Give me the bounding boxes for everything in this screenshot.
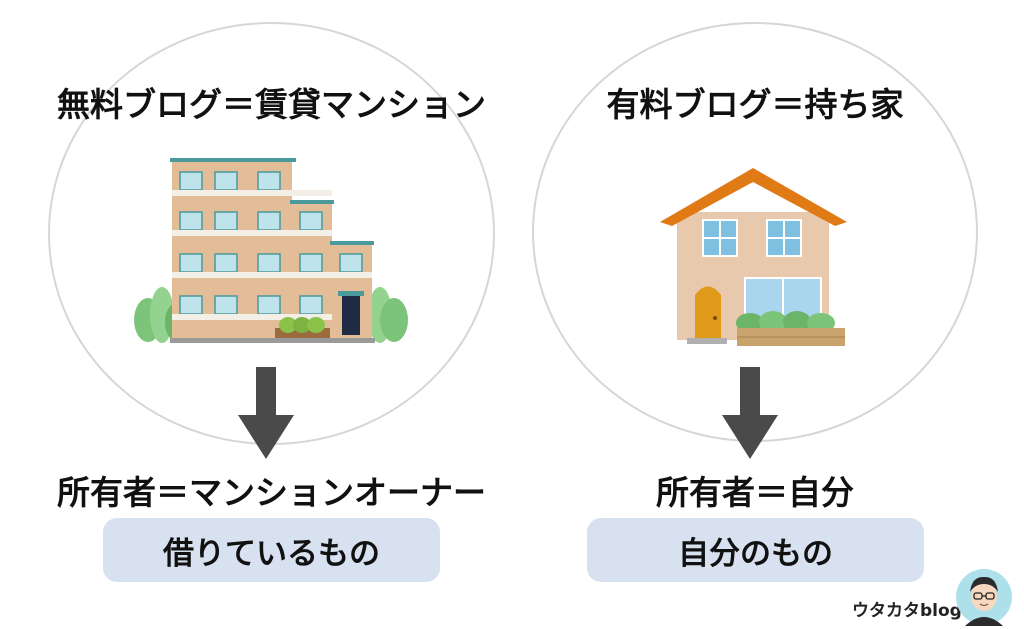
- house-illustration: [660, 168, 847, 346]
- rented-badge: 借りているもの: [103, 518, 440, 582]
- brand-label: ウタカタblog: [852, 601, 962, 621]
- free-blog-title: 無料ブログ＝賃貸マンション: [57, 85, 486, 124]
- right-owner-label: 所有者＝自分: [656, 473, 854, 512]
- paid-blog-title: 有料ブログ＝持ち家: [606, 85, 904, 124]
- author-avatar-icon: [956, 569, 1012, 626]
- apartment-building-illustration: [134, 158, 408, 343]
- left-owner-label: 所有者＝マンションオーナー: [57, 473, 486, 512]
- down-arrow-icon: [238, 367, 294, 459]
- owned-badge: 自分のもの: [587, 518, 924, 582]
- down-arrow-icon: [722, 367, 778, 459]
